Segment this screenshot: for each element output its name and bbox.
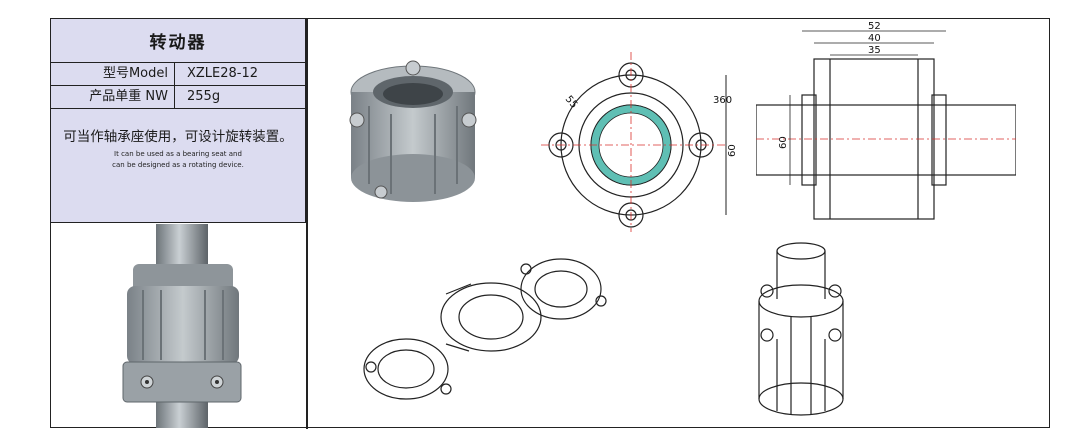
dim-front-height: 60 [727, 144, 738, 157]
dim-width-mid: 40 [868, 33, 881, 44]
dim-width-inner: 35 [868, 45, 881, 56]
weight-label: 产品单重 NW [51, 86, 175, 108]
description-en-line1: It can be used as a bearing seat and [114, 150, 242, 158]
product-photo [349, 60, 477, 202]
model-row: 型号Model XZLE28-12 [51, 63, 305, 86]
dim-angle: 55 [563, 94, 580, 111]
product-description: 可当作轴承座使用，可设计旋转装置。 It can be used as a be… [51, 109, 305, 171]
dim-width-outer: 52 [868, 21, 881, 32]
dim-side-height: 60 [778, 136, 789, 149]
description-cn: 可当作轴承座使用，可设计旋转装置。 [63, 129, 293, 145]
exploded-view-drawing [363, 258, 607, 400]
product-sheet: 转动器 型号Model XZLE28-12 产品单重 NW 255g 可当作轴承… [50, 18, 1050, 429]
front-view-drawing: 55 360 60 [541, 52, 738, 232]
model-value: XZLE28-12 [187, 66, 259, 81]
model-label: 型号Model [51, 63, 175, 85]
side-view-drawing: 52 40 35 60 [756, 21, 1016, 220]
dim-rotation: 360 [713, 95, 732, 106]
spec-table: 转动器 型号Model XZLE28-12 产品单重 NW 255g 可当作轴承… [51, 19, 306, 223]
weight-row: 产品单重 NW 255g [51, 86, 305, 109]
weight-value: 255g [187, 89, 221, 104]
isometric-drawing [758, 242, 844, 416]
product-title: 转动器 [51, 19, 305, 63]
description-en-line2: can be designed as a rotating device. [112, 161, 244, 169]
mounted-product-photo [122, 224, 242, 428]
column-divider [306, 19, 308, 429]
